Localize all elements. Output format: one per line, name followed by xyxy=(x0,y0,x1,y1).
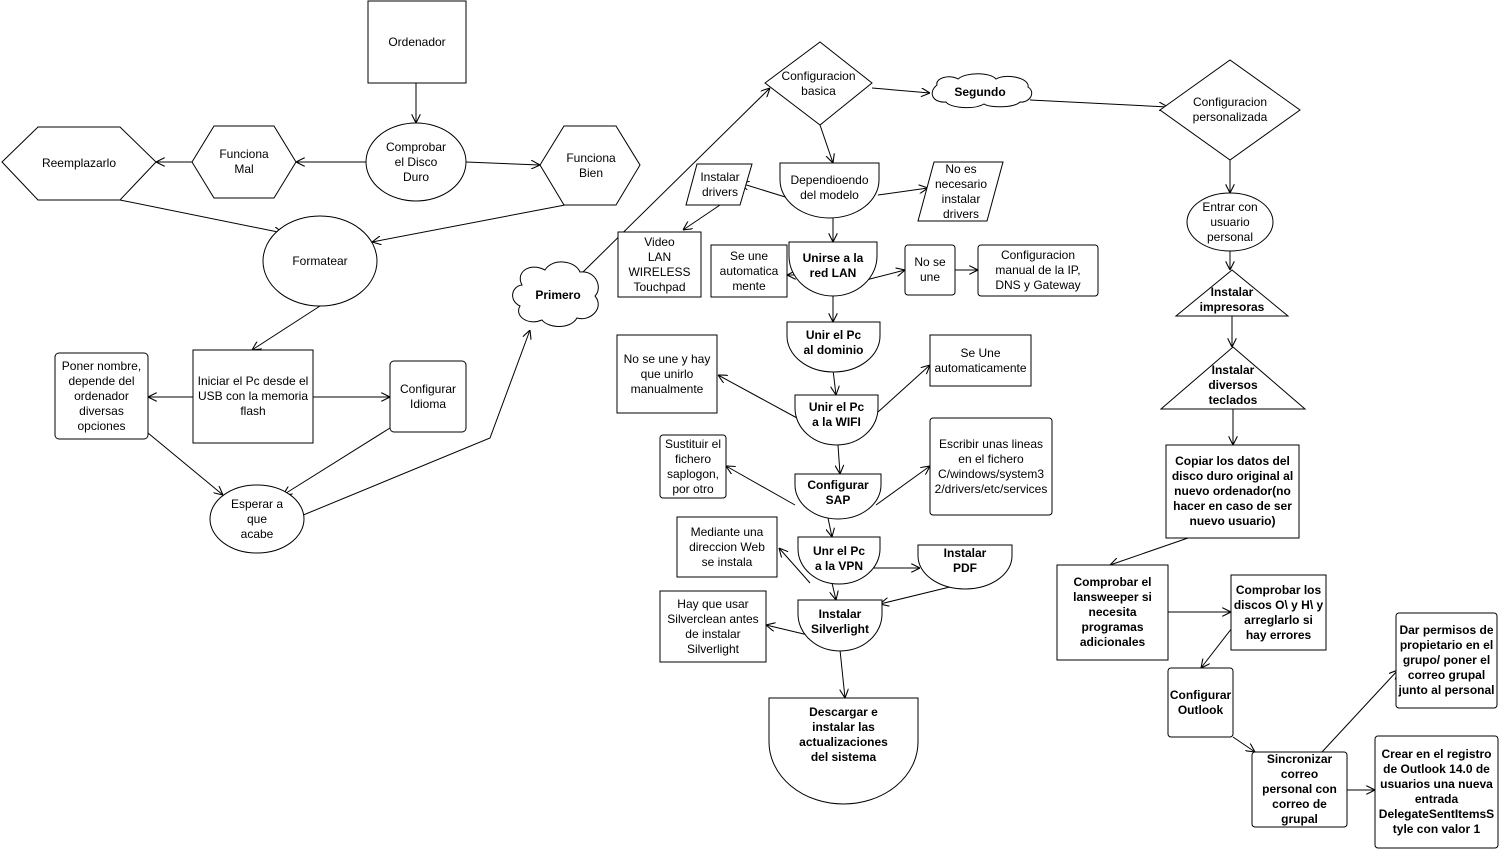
shape-poner-nombre xyxy=(54,352,149,440)
shape-configuracion-basica xyxy=(764,41,873,126)
shape-crear-registro xyxy=(1374,735,1499,849)
node-configurar-sap: Configurar SAP xyxy=(807,478,869,507)
shape-primero-cloud xyxy=(512,261,599,327)
node-sustituir-saplogon: Sustituir el fichero saplogon, por otro xyxy=(664,436,722,496)
node-video-lan: Video LAN WIRELESS Touchpad xyxy=(628,234,691,294)
shape-sustituir-saplogon xyxy=(659,434,727,499)
node-comprobar-discos: Comprobar los discos O\ y H\ y arreglarl… xyxy=(1233,582,1324,642)
node-instalar-silverlight: Instalar Silverlight xyxy=(810,607,869,636)
node-iniciar-usb: Iniciar el Pc desde el USB con la memori… xyxy=(197,374,309,418)
node-unir-wifi: Unir el Pc a la WIFI xyxy=(808,400,865,429)
shape-dar-permisos xyxy=(1395,612,1498,709)
shape-iniciar-usb xyxy=(192,349,314,444)
shape-comprobar-disco xyxy=(365,122,467,202)
shape-escribir-lineas xyxy=(929,417,1053,516)
shape-no-se-une xyxy=(904,244,956,296)
edges xyxy=(119,83,1398,790)
shape-copiar-datos xyxy=(1165,444,1300,539)
shape-no-se-une-manual xyxy=(616,334,718,414)
shape-comprobar-lansweeper xyxy=(1056,564,1169,661)
node-no-se-une-manual: No se une y hay que unirlo manualmente xyxy=(623,351,711,396)
node-escribir-lineas: Escribir unas lineas en el fichero C/win… xyxy=(934,436,1048,496)
shape-sincronizar-correo xyxy=(1251,751,1348,828)
node-no-se-une: No se une xyxy=(914,255,946,284)
node-configuracion-basica: Configuracion basica xyxy=(781,68,856,98)
shape-ordenador xyxy=(367,0,467,84)
shape-actualizaciones xyxy=(768,697,919,805)
shape-instalar-teclados xyxy=(1159,346,1307,410)
shape-esperar xyxy=(209,484,305,554)
node-unirse-lan: Unirse a la red LAN xyxy=(802,251,864,280)
node-instalar-drivers: Instalar drivers xyxy=(700,169,740,199)
node-instalar-teclados: Instalar diversos teclados xyxy=(1208,362,1258,407)
node-no-necesario: No es necesario instalar drivers xyxy=(934,161,988,221)
node-dependiendo-modelo: Dependioendo del modelo xyxy=(790,173,869,202)
node-config-manual-ip: Configuracion manual de la IP, DNS y Gat… xyxy=(995,248,1081,292)
shape-direccion-web xyxy=(676,516,778,578)
shape-reemplazarlo xyxy=(1,126,157,201)
node-unir-vpn: Unr el Pc a la VPN xyxy=(812,544,866,573)
node-instalar-impresoras: Instalar impresoras xyxy=(1199,284,1265,314)
node-actualizaciones: Descargar e instalar las actualizaciones… xyxy=(799,705,888,764)
shape-funciona-mal xyxy=(191,125,297,199)
shape-unir-wifi xyxy=(794,394,879,446)
node-comprobar-disco: Comprobar el Disco Duro xyxy=(385,139,447,184)
node-direccion-web: Mediante una direccion Web se instala xyxy=(689,524,765,569)
node-funciona-bien: Funciona Bien xyxy=(566,150,616,180)
node-ordenador: Ordenador xyxy=(388,34,446,49)
node-configurar-idioma: Configurar Idioma xyxy=(399,381,457,411)
shape-segundo-cloud xyxy=(931,73,1033,109)
shape-configurar-idioma xyxy=(389,360,467,433)
shape-dependiendo-modelo xyxy=(779,162,880,219)
node-formatear: Formatear xyxy=(292,253,348,268)
shape-se-une-auto xyxy=(710,244,788,298)
shape-video-lan xyxy=(617,231,702,298)
shape-unir-vpn xyxy=(797,536,881,585)
node-entrar-usuario: Entrar con usuario personal xyxy=(1202,199,1258,244)
shape-instalar-drivers xyxy=(685,163,753,206)
node-crear-registro: Crear en el registro de Outlook 14.0 de … xyxy=(1378,747,1495,836)
shape-entrar-usuario xyxy=(1186,192,1274,252)
shape-configurar-outlook xyxy=(1167,667,1234,738)
node-sincronizar-correo: Sincronizar correo personal con correo d… xyxy=(1262,752,1337,826)
shape-unir-dominio xyxy=(786,321,881,373)
node-esperar: Esperar a que acabe xyxy=(230,496,284,541)
shape-configuracion-personalizada xyxy=(1159,59,1301,161)
shape-silverclean xyxy=(659,590,767,663)
node-reemplazarlo: Reemplazarlo xyxy=(41,156,117,170)
node-segundo: Segundo xyxy=(954,84,1006,99)
shape-instalar-pdf xyxy=(917,544,1013,590)
node-instalar-pdf: Instalar PDF xyxy=(943,546,987,575)
shape-comprobar-discos xyxy=(1230,574,1327,651)
shape-formatear xyxy=(262,215,378,307)
node-copiar-datos: Copiar los datos del disco duro original… xyxy=(1171,454,1294,528)
shape-se-une-automaticamente xyxy=(929,334,1032,387)
node-dar-permisos: Dar permisos de propietario en el grupo/… xyxy=(1398,623,1495,697)
node-se-une-auto: Se une automatica mente xyxy=(719,248,779,293)
shape-instalar-silverlight xyxy=(797,599,883,652)
node-poner-nombre: Poner nombre, depende del ordenador dive… xyxy=(61,358,142,433)
shape-configurar-sap xyxy=(794,473,882,520)
shape-unirse-lan xyxy=(788,241,878,297)
shape-no-necesario xyxy=(917,161,1004,222)
node-configurar-outlook: Configurar Outlook xyxy=(1169,687,1232,717)
node-unir-dominio: Unir el Pc al dominio xyxy=(803,328,864,357)
node-se-une-automaticamente: Se Une automaticamente xyxy=(934,345,1027,375)
node-configuracion-personalizada: Configuracion personalizada xyxy=(1192,95,1268,124)
node-funciona-mal: Funciona Mal xyxy=(219,147,269,176)
node-silverclean: Hay que usar Silverclean antes de instal… xyxy=(667,596,759,656)
node-comprobar-lansweeper: Comprobar el lansweeper si necesita prog… xyxy=(1073,575,1152,649)
node-primero: Primero xyxy=(535,287,581,302)
shape-instalar-impresoras xyxy=(1174,269,1290,317)
shape-config-manual-ip xyxy=(977,244,1099,297)
shape-funciona-bien xyxy=(539,125,641,206)
